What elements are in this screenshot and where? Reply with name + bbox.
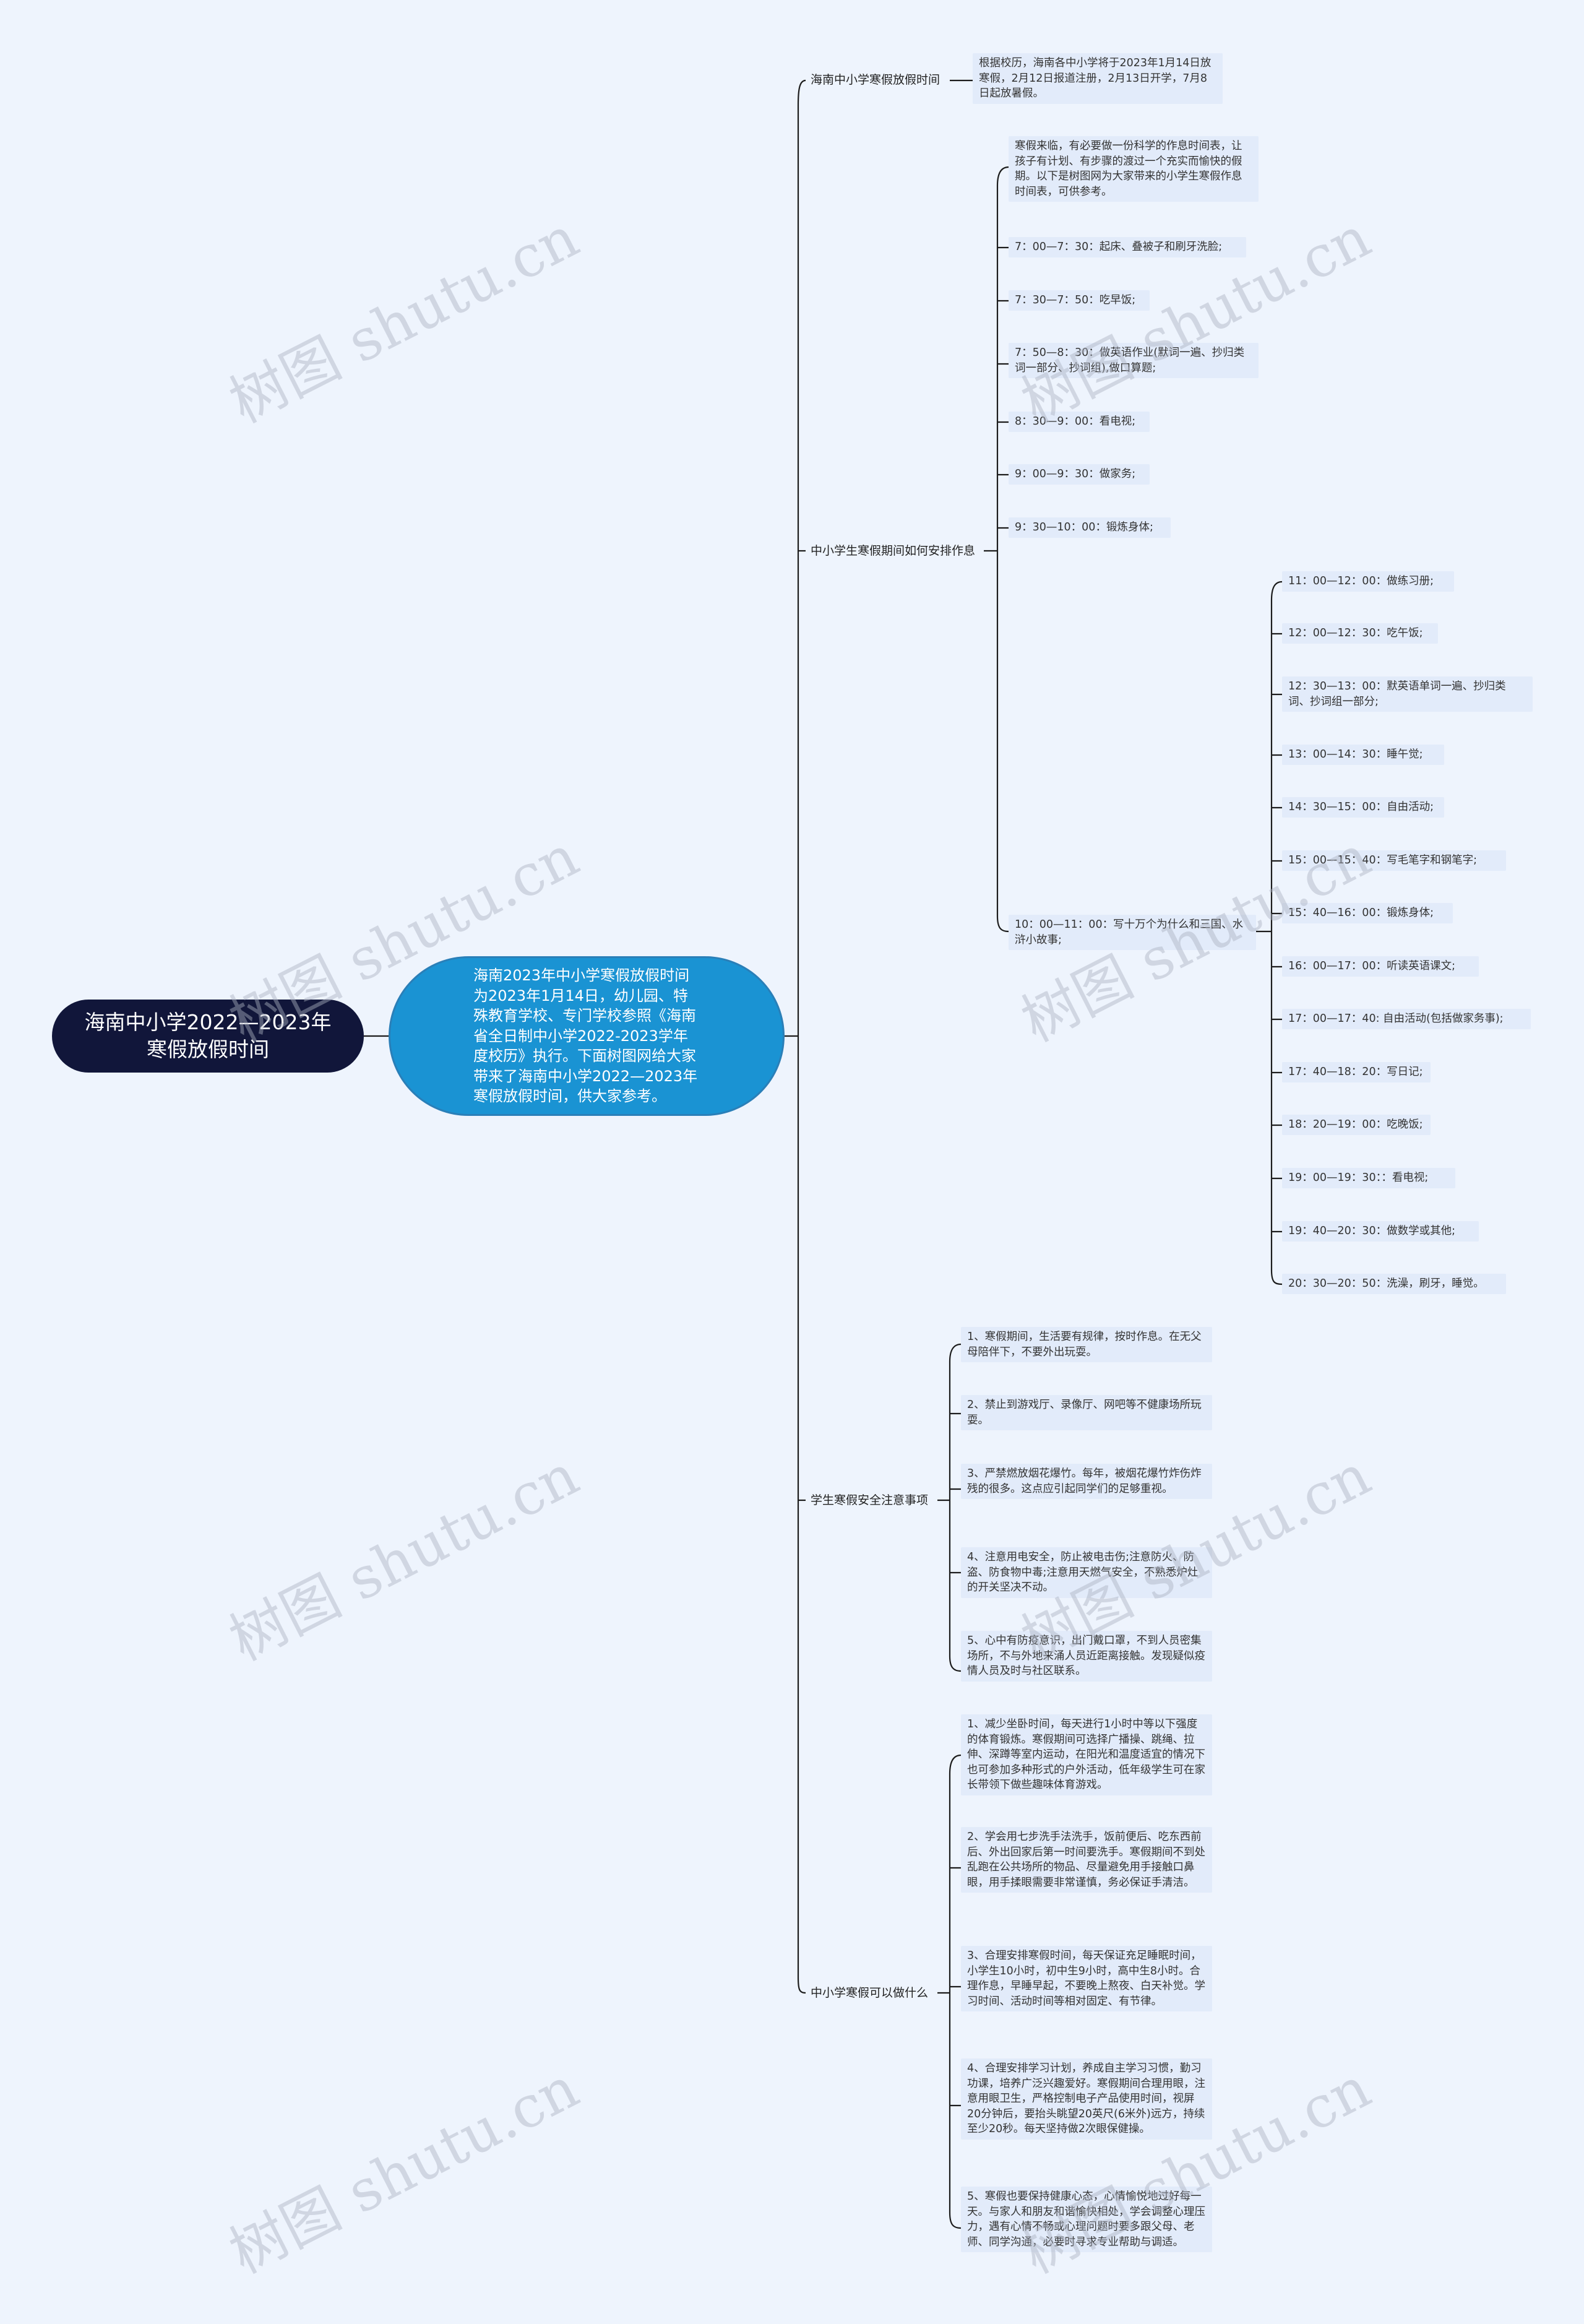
branch-safety[interactable]: 学生寒假安全注意事项 <box>811 1493 929 1507</box>
leaf-schedule-item[interactable]: 7：50—8：30：做英语作业(默词一遍、抄归类词一部分、抄词组),做口算题; <box>1009 343 1259 378</box>
root-node[interactable]: 海南中小学2022—2023年寒假放假时间 <box>52 1000 364 1073</box>
leaf-schedule-item[interactable]: 10：00—11：00：写十万个为什么和三国、水浒小故事; <box>1009 915 1256 950</box>
leaf-schedule-item[interactable]: 9：00—9：30：做家务; <box>1009 464 1150 485</box>
subleaf-schedule-item[interactable]: 15：00—15：40：写毛笔字和钢笔字; <box>1282 850 1506 871</box>
leaf-activity-item[interactable]: 1、减少坐卧时间，每天进行1小时中等以下强度的体育锻炼。寒假期间可选择广播操、跳… <box>961 1714 1212 1795</box>
subleaf-schedule-item[interactable]: 20：30—20：50：洗澡，刷牙，睡觉。 <box>1282 1274 1506 1294</box>
subleaf-schedule-item[interactable]: 13：00—14：30：睡午觉; <box>1282 745 1444 765</box>
leaf-schedule-intro[interactable]: 寒假来临，有必要做一份科学的作息时间表，让孩子有计划、有步骤的渡过一个充实而愉快… <box>1009 136 1259 202</box>
leaf-safety-item[interactable]: 3、严禁燃放烟花爆竹。每年，被烟花爆竹炸伤炸残的很多。这点应引起同学们的足够重视… <box>961 1464 1212 1499</box>
leaf-schedule-item[interactable]: 9：30—10：00：锻炼身体; <box>1009 517 1171 538</box>
subleaf-schedule-item[interactable]: 11：00—12：00：做练习册; <box>1282 571 1454 592</box>
subleaf-schedule-item[interactable]: 16：00—17：00：听读英语课文; <box>1282 956 1479 977</box>
branch-schedule[interactable]: 中小学生寒假期间如何安排作息 <box>811 544 976 558</box>
leaf-safety-item[interactable]: 2、禁止到游戏厅、录像厅、网吧等不健康场所玩耍。 <box>961 1395 1212 1430</box>
leaf-activity-item[interactable]: 3、合理安排寒假时间，每天保证充足睡眠时间，小学生10小时，初中生9小时，高中生… <box>961 1946 1212 2011</box>
leaf-activity-item[interactable]: 4、合理安排学习计划，养成自主学习习惯，勤习功课，培养广泛兴趣爱好。寒假期间合理… <box>961 2058 1212 2140</box>
leaf-activity-item[interactable]: 2、学会用七步洗手法洗手，饭前便后、吃东西前后、外出回家后第一时间要洗手。寒假期… <box>961 1827 1212 1893</box>
leaf-schedule-item[interactable]: 7：30—7：50：吃早饭; <box>1009 290 1150 311</box>
subleaf-schedule-item[interactable]: 12：30—13：00：默英语单词一遍、抄归类词、抄词组一部分; <box>1282 676 1533 712</box>
subleaf-schedule-item[interactable]: 19：40—20：30：做数学或其他; <box>1282 1221 1479 1242</box>
subleaf-schedule-item[interactable]: 19：00—19：30：：看电视; <box>1282 1168 1455 1188</box>
leaf-activity-item[interactable]: 5、寒假也要保持健康心态，心情愉悦地过好每一天。与家人和朋友和谐愉快相处，学会调… <box>961 2187 1212 2252</box>
subleaf-schedule-item[interactable]: 15：40—16：00：锻炼身体; <box>1282 903 1453 923</box>
subleaf-schedule-item[interactable]: 14：30—15：00：自由活动; <box>1282 797 1444 818</box>
leaf-vacation-time-detail[interactable]: 根据校历，海南各中小学将于2023年1月14日放寒假，2月12日报道注册，2月1… <box>973 53 1223 104</box>
leaf-safety-item[interactable]: 5、心中有防疫意识，出门戴口罩，不到人员密集场所，不与外地来涌人员近距离接触。发… <box>961 1631 1212 1682</box>
root-title: 海南中小学2022—2023年寒假放假时间 <box>84 1010 332 1061</box>
center-node[interactable]: 海南2023年中小学寒假放假时间为2023年1月14日，幼儿园、特殊教育学校、专… <box>389 956 785 1116</box>
subleaf-schedule-item[interactable]: 17：00—17：40: 自由活动(包括做家务事); <box>1282 1009 1531 1029</box>
leaf-schedule-item[interactable]: 8：30—9：00：看电视; <box>1009 412 1150 432</box>
subleaf-schedule-item[interactable]: 17：40—18：20：写日记; <box>1282 1062 1431 1082</box>
leaf-safety-item[interactable]: 1、寒假期间，生活要有规律，按时作息。在无父母陪伴下，不要外出玩耍。 <box>961 1327 1212 1362</box>
leaf-safety-item[interactable]: 4、注意用电安全，防止被电击伤;注意防火、防盗、防食物中毒;注意用天燃气安全，不… <box>961 1547 1212 1598</box>
subleaf-schedule-item[interactable]: 18：20—19：00：吃晚饭; <box>1282 1115 1431 1135</box>
branch-activities[interactable]: 中小学寒假可以做什么 <box>811 1986 929 2000</box>
branch-vacation-time[interactable]: 海南中小学寒假放假时间 <box>811 73 940 87</box>
leaf-schedule-item[interactable]: 7：00—7：30：起床、叠被子和刷牙洗脸; <box>1009 237 1246 257</box>
subleaf-schedule-item[interactable]: 12：00—12：30：吃午饭; <box>1282 623 1438 644</box>
center-text: 海南2023年中小学寒假放假时间为2023年1月14日，幼儿园、特殊教育学校、专… <box>473 967 698 1105</box>
